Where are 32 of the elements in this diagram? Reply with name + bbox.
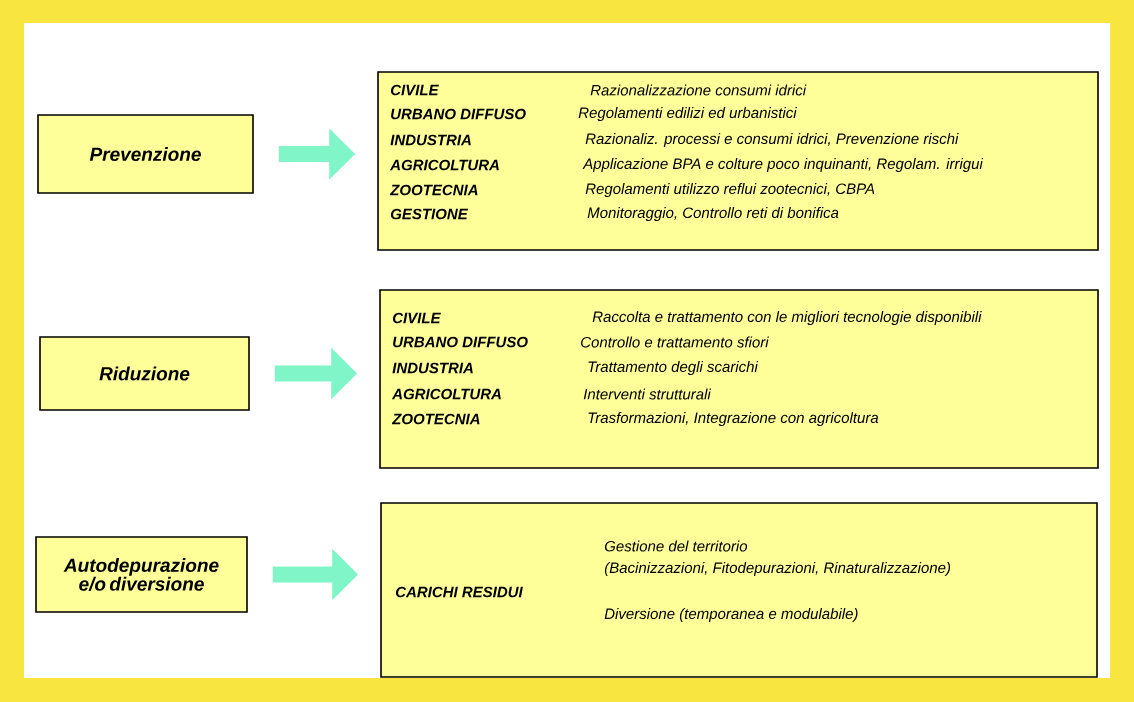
category-box: Autodepurazione e/o diversione bbox=[35, 536, 248, 613]
category-label: URBANO DIFFUSO bbox=[393, 336, 528, 348]
measure-text: Raccolta e trattamento con le migliori tecnologie disponibili bbox=[592, 311, 982, 325]
measures-box bbox=[379, 289, 1099, 469]
category-label: CIVILE bbox=[392, 312, 441, 324]
measure-text: Regolamenti edilizi ed urbanistici bbox=[578, 107, 797, 121]
category-label: CIVILE bbox=[390, 84, 439, 96]
measures-box bbox=[380, 502, 1098, 678]
category-label: ZOOTECNIA bbox=[389, 184, 478, 196]
category-label: CARICHI RESIDUI bbox=[395, 586, 523, 598]
measure-text: Trattamento degli scarichi bbox=[588, 361, 759, 375]
measure-text: Trasformazioni, Integrazione con agricoltura bbox=[588, 412, 879, 426]
category-box: Prevenzione bbox=[37, 114, 254, 194]
measure-text: Regolamenti utilizzo reflui zootecnici, CBPA bbox=[585, 183, 875, 197]
measure-text: Diversione (temporanea e modulabile) bbox=[604, 608, 858, 622]
category-label: GESTIONE bbox=[390, 208, 469, 220]
measure-text: Razionaliz. processi e consumi idrici, Prevenzione rischi bbox=[585, 133, 959, 147]
category-label: AGRICOLTURA bbox=[391, 388, 501, 400]
measure-text: Controllo e trattamento sfiori bbox=[581, 336, 769, 348]
measure-text: Gestione del territorio bbox=[604, 540, 748, 552]
measure-text: (Bacinizzazioni, Fitodepurazioni, Rinaturalizzazione) bbox=[604, 562, 951, 576]
category-label: AGRICOLTURA bbox=[389, 159, 499, 171]
category-label: INDUSTRIA bbox=[390, 134, 471, 146]
category-label: ZOOTECNIA bbox=[391, 413, 480, 425]
measures-box bbox=[377, 71, 1099, 251]
measure-text: Interventi strutturali bbox=[583, 388, 712, 400]
measure-text: Applicazione BPA e colture poco inquinanti, Regolam. irrigui bbox=[582, 158, 984, 172]
category-box: Riduzione bbox=[39, 336, 250, 411]
measure-text: Monitoraggio, Controllo reti di bonifica bbox=[587, 207, 839, 221]
category-label: URBANO DIFFUSO bbox=[391, 108, 526, 120]
category-label: INDUSTRIA bbox=[392, 362, 473, 374]
measure-text: Razionalizzazione consumi idrici bbox=[590, 84, 807, 96]
